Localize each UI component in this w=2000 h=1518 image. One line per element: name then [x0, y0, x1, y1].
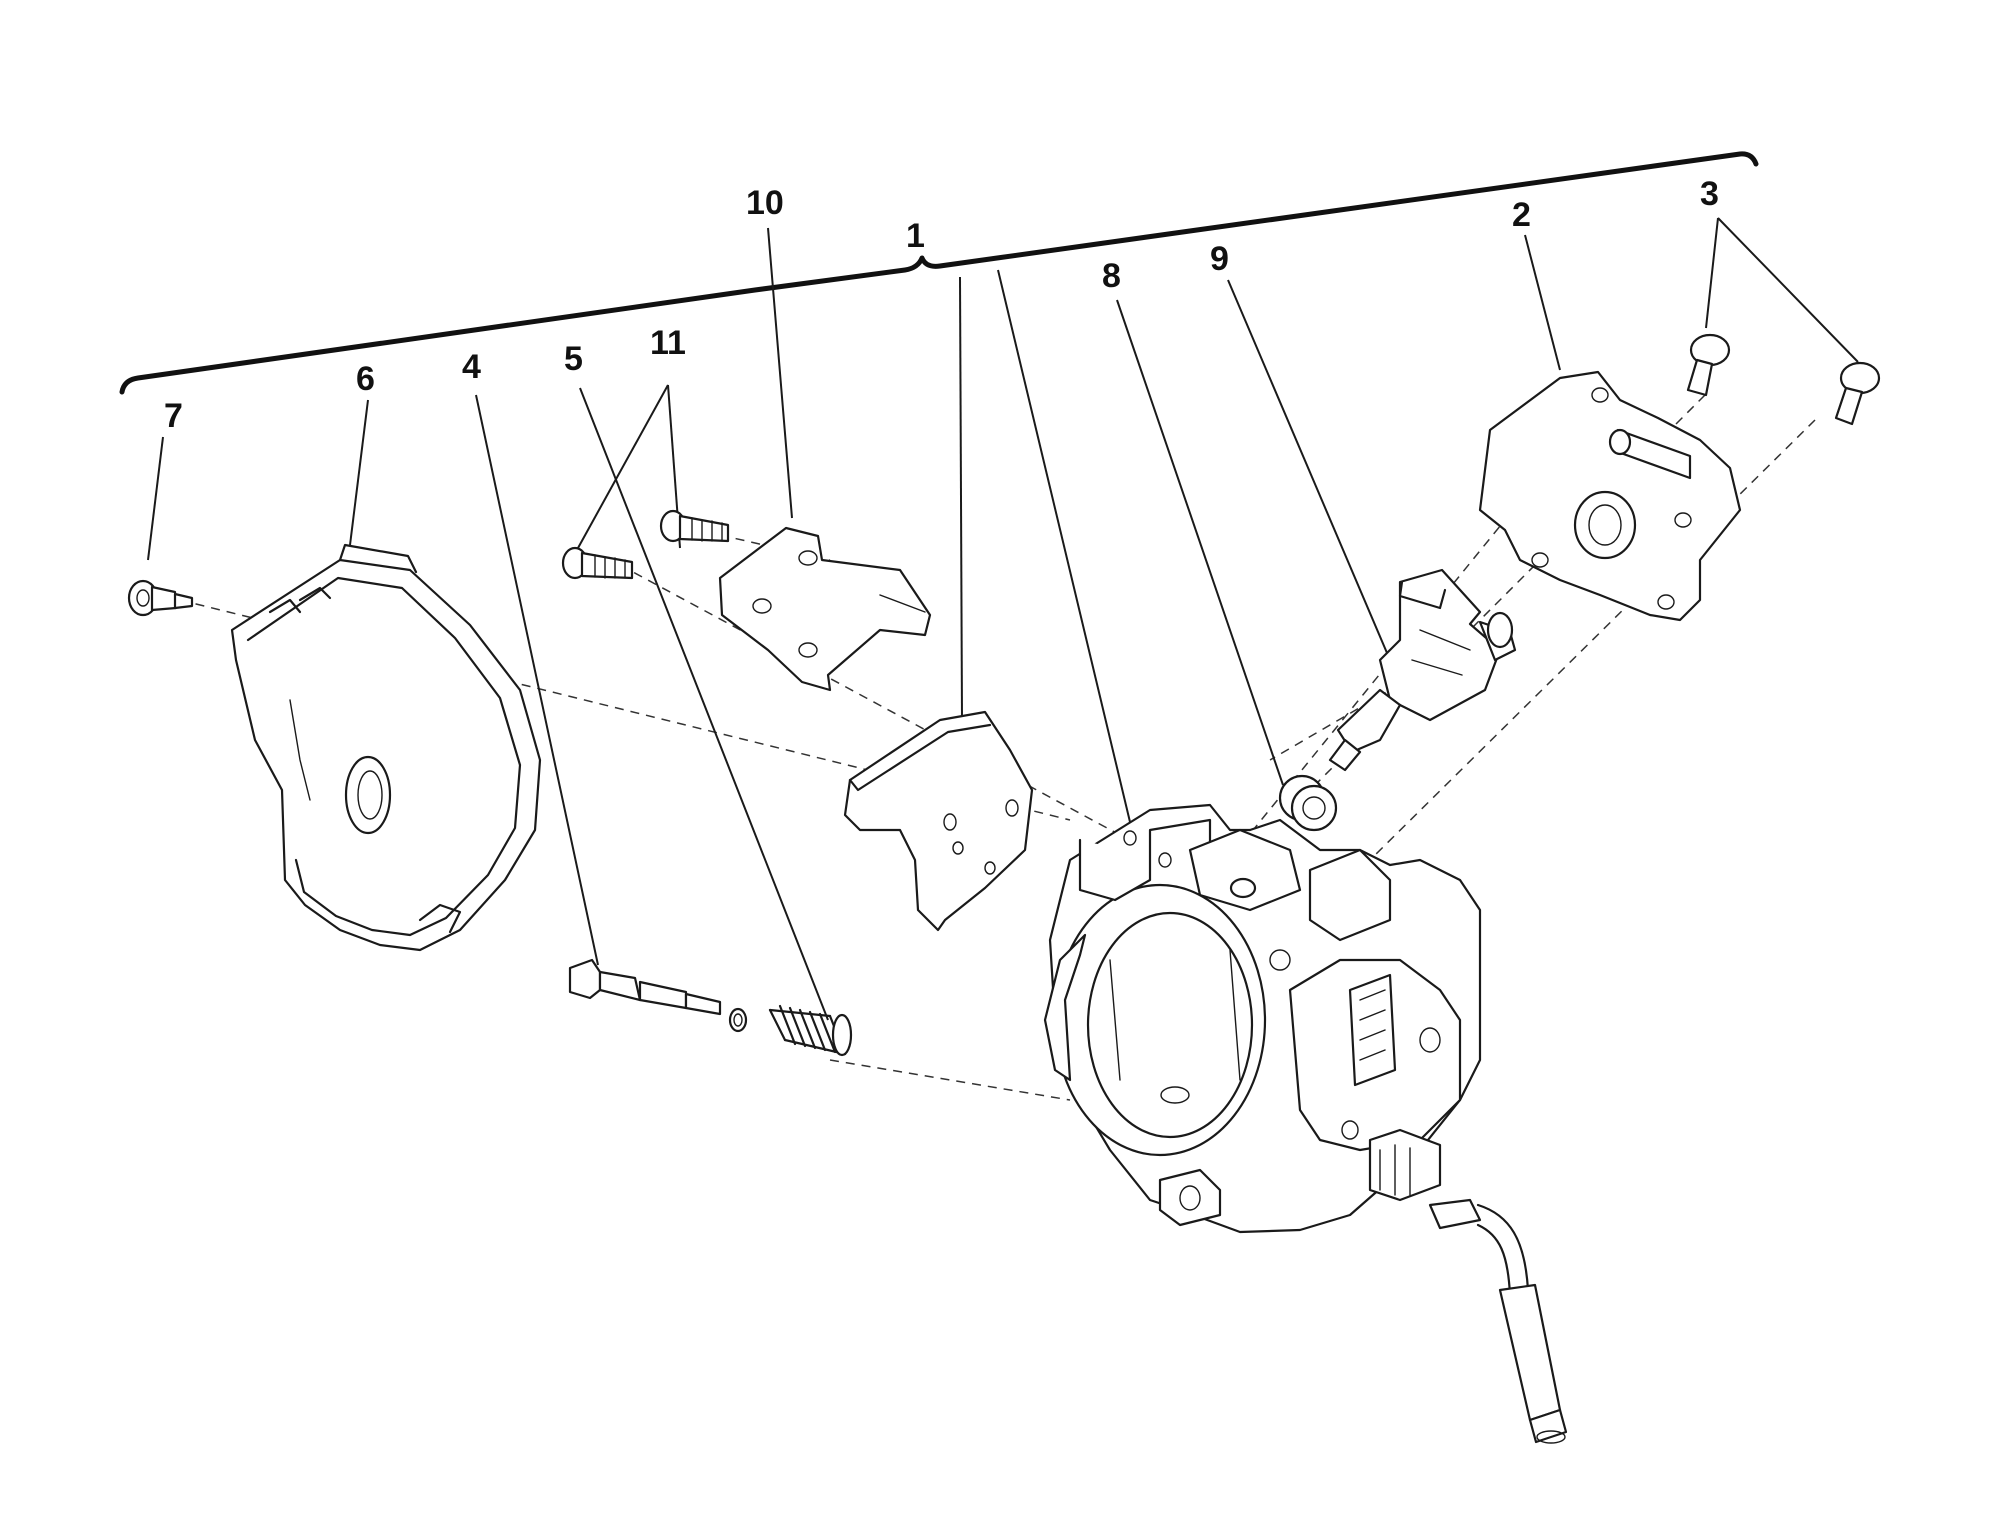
callout-7: 7 — [164, 397, 183, 435]
o-ring — [728, 1007, 748, 1033]
part-2-flange — [1478, 370, 1742, 622]
assembly-brace — [119, 151, 1759, 395]
callout-1: 1 — [906, 217, 925, 255]
callout-3: 3 — [1700, 175, 1719, 213]
part-6-cover — [230, 543, 542, 952]
part-11-screws — [561, 509, 730, 580]
callout-9: 9 — [1210, 240, 1229, 278]
callout-6: 6 — [356, 360, 375, 398]
part-1-sensor-bracket — [843, 710, 1034, 932]
part-3-bolts — [1686, 333, 1881, 426]
part-4-pin — [568, 958, 722, 1016]
leader-lines — [147, 217, 1859, 1021]
sensor-cable — [1428, 1198, 1568, 1444]
part-7-screw — [127, 579, 194, 617]
part-8-bushing — [1278, 774, 1338, 832]
throttle-body — [1043, 803, 1482, 1234]
part-10-bracket — [718, 526, 932, 692]
part-5-spring — [768, 1004, 853, 1057]
callout-labels: 1 2 3 4 5 6 7 8 9 10 11 — [164, 175, 1719, 435]
callout-2: 2 — [1512, 196, 1531, 234]
callout-11: 11 — [650, 324, 686, 362]
callout-5: 5 — [564, 340, 583, 378]
callout-10: 10 — [746, 184, 784, 222]
callout-8: 8 — [1102, 257, 1121, 295]
part-9-injector — [1328, 568, 1517, 772]
callout-4: 4 — [462, 348, 481, 386]
